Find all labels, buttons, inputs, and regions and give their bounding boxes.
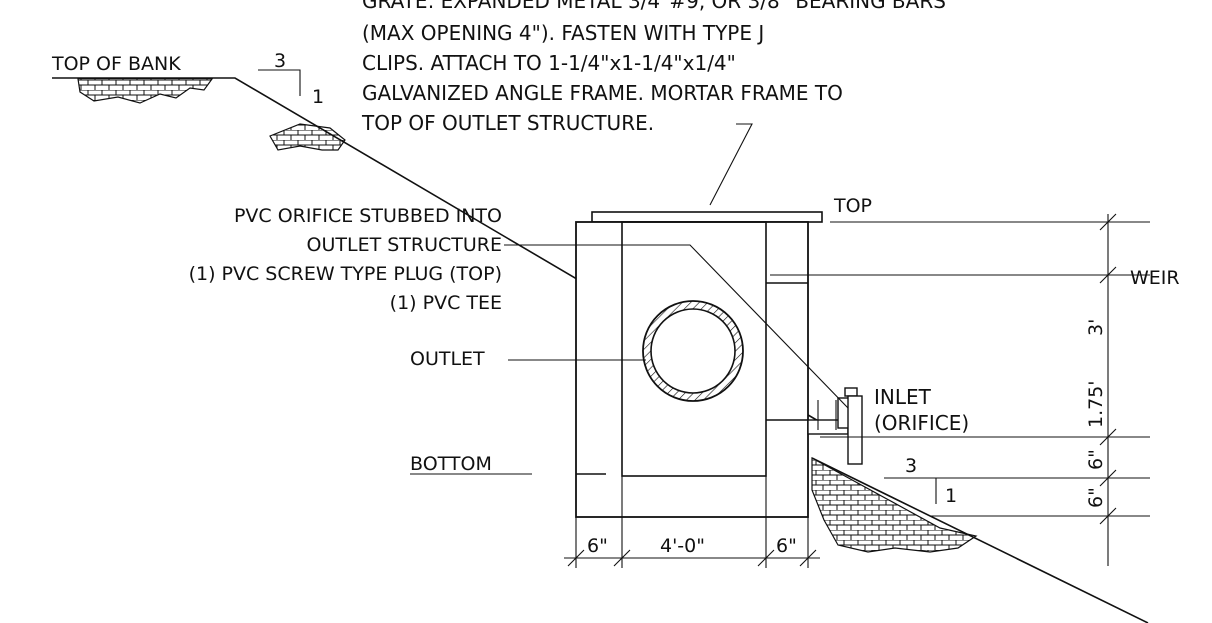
outlet-structure <box>575 211 823 518</box>
weir-opening-lines <box>766 282 808 421</box>
pvc-orifice: INLET (ORIFICE) <box>807 385 969 465</box>
outlet-label: OUTLET <box>410 348 485 370</box>
orifice-note-line-4: (1) PVC TEE <box>390 292 502 314</box>
dim-6in-upper: 6" <box>1085 449 1107 470</box>
dim-6in-left: 6" <box>587 535 608 557</box>
orifice-note-line-1: PVC ORIFICE STUBBED INTO <box>234 205 502 227</box>
grate-note-line-2: (MAX OPENING 4"). FASTEN WITH TYPE J <box>362 21 764 45</box>
grate-note-line-5: TOP OF OUTLET STRUCTURE. <box>361 111 654 135</box>
horizontal-dimensions: 6" 4'-0" 6" <box>564 476 820 568</box>
left-slope-run: 3 <box>274 50 286 72</box>
right-slope-line <box>811 457 1149 623</box>
bottom-label: BOTTOM <box>410 453 492 475</box>
outlet-pipe-bore <box>650 308 736 394</box>
vertical-dimensions: TOP WEIR 3' 1.75' 6" 6" <box>770 195 1180 566</box>
horizontal-extension-lines <box>575 476 809 568</box>
left-slope-rise: 1 <box>312 86 324 108</box>
vertical-dimension-ticks <box>1099 213 1117 525</box>
bank-slope-soil <box>269 123 346 151</box>
dim-4ft: 4'-0" <box>660 535 705 557</box>
pvc-riser <box>847 395 863 465</box>
structure-inner-wall <box>621 221 767 477</box>
top-of-bank-soil <box>77 78 214 104</box>
weir-label: WEIR <box>1130 267 1180 289</box>
top-of-bank-label: TOP OF BANK <box>51 53 181 75</box>
orifice-note-line-2: OUTLET STRUCTURE <box>307 234 502 256</box>
orifice-note-line-3: (1) PVC SCREW TYPE PLUG (TOP) <box>189 263 502 285</box>
grate-note-line-1: GRATE: EXPANDED METAL 3/4"#9, OR 3/8" BE… <box>362 0 946 13</box>
dim-6in-right: 6" <box>776 535 797 557</box>
top-label: TOP <box>833 195 872 217</box>
right-bank: 3 1 <box>811 455 1149 623</box>
dim-1-75ft: 1.75' <box>1085 380 1107 428</box>
screw-plug <box>844 387 858 397</box>
grate <box>591 211 823 223</box>
left-bank: TOP OF BANK 3 1 <box>51 50 821 423</box>
left-slope-indicator <box>258 69 301 96</box>
orifice-note: PVC ORIFICE STUBBED INTO OUTLET STRUCTUR… <box>189 205 849 409</box>
grate-note: GRATE: EXPANDED METAL 3/4"#9, OR 3/8" BE… <box>361 0 946 206</box>
right-slope-rise: 1 <box>945 485 957 507</box>
grate-note-line-4: GALVANIZED ANGLE FRAME. MORTAR FRAME TO <box>362 81 843 105</box>
grate-leader <box>709 123 753 206</box>
horizontal-dimension-ticks <box>567 549 817 567</box>
orifice-leader <box>504 244 849 409</box>
right-slope-run: 3 <box>905 455 917 477</box>
orifice-label: (ORIFICE) <box>874 411 969 435</box>
inlet-label: INLET <box>874 385 932 409</box>
right-slope-indicator <box>884 477 937 504</box>
dim-6in-lower: 6" <box>1085 487 1107 508</box>
grate-note-line-3: CLIPS. ATTACH TO 1-1/4"x1-1/4"x1/4" <box>362 51 736 75</box>
dim-3ft: 3' <box>1085 319 1107 336</box>
orifice-guides <box>817 400 837 430</box>
